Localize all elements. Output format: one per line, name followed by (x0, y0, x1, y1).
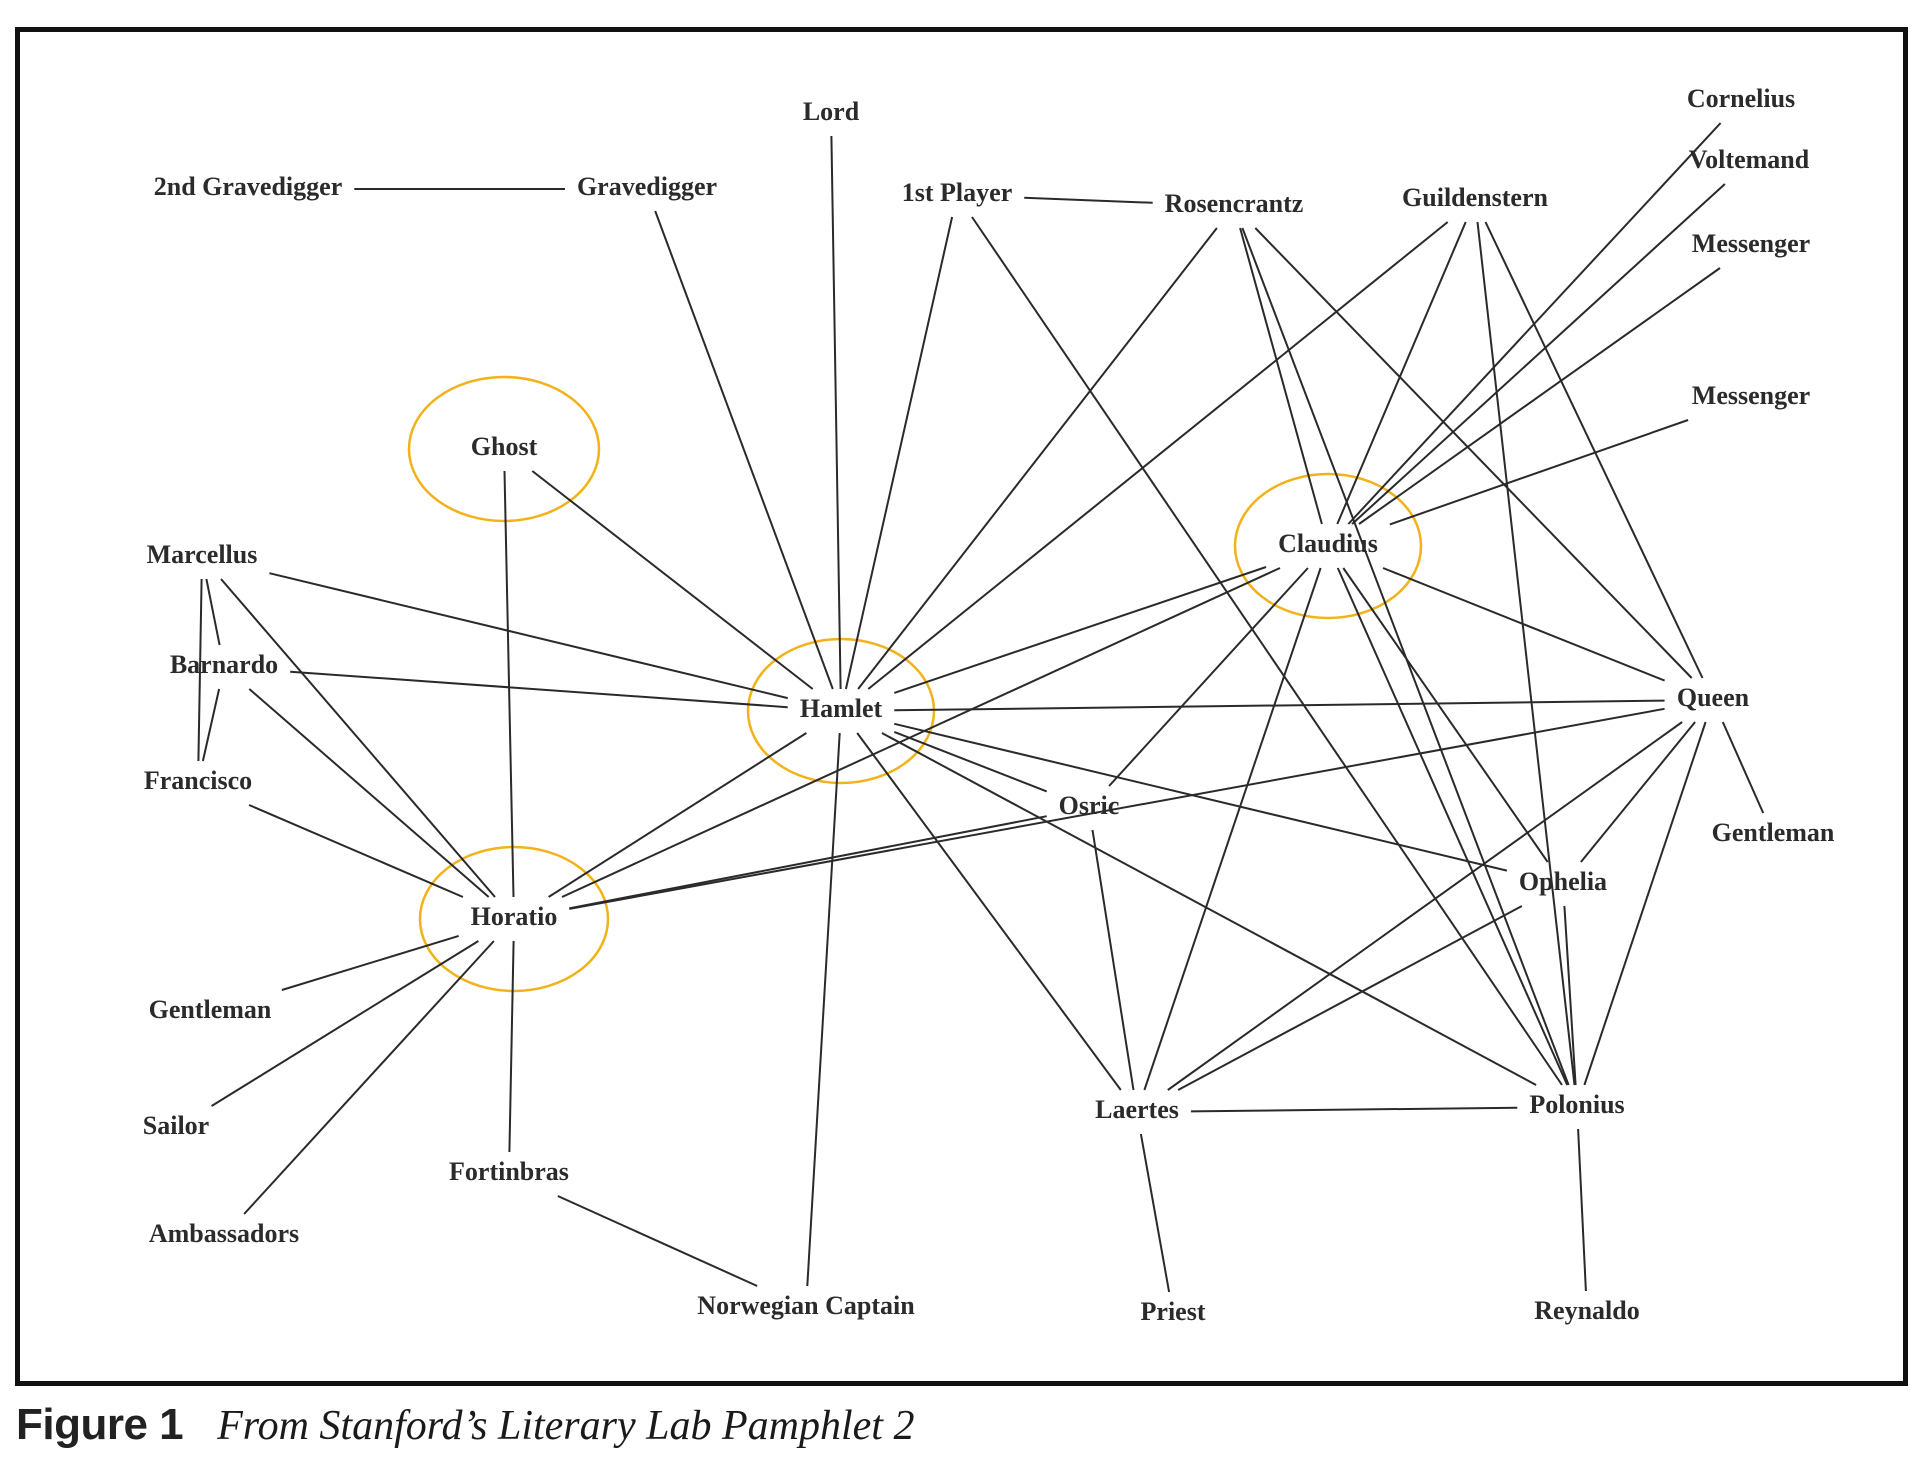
edge-claudius-queen (1382, 567, 1665, 682)
edge-horatio-fortinbras (508, 940, 515, 1153)
edge-marcellus-francisco (197, 578, 203, 762)
edge-marcellus-hamlet (269, 572, 788, 700)
node-label-ghost: Ghost (471, 432, 538, 461)
node-label-messenger-2: Messenger (1692, 381, 1810, 410)
edge-ghost-hamlet (531, 470, 814, 690)
highlight-ring-hamlet (746, 637, 936, 785)
edge-guildenstern-polonius (1476, 221, 1576, 1086)
edge-guildenstern-hamlet (867, 221, 1449, 690)
edge-messenger-2-claudius (1389, 419, 1689, 526)
node-label-marcellus: Marcellus (147, 540, 258, 569)
edge-1st-player-rosencrantz (1024, 196, 1153, 204)
node-label-polonius: Polonius (1529, 1090, 1624, 1119)
edge-hamlet-horatio (548, 732, 807, 898)
edge-claudius-polonius (1336, 567, 1569, 1086)
edge-queen-ophelia (1580, 721, 1696, 863)
node-label-gravedigger: Gravedigger (577, 172, 717, 201)
node-label-rosencrantz: Rosencrantz (1165, 189, 1304, 218)
edge-barnardo-francisco (201, 688, 221, 762)
node-label-sailor: Sailor (143, 1111, 209, 1140)
node-label-laertes: Laertes (1095, 1095, 1179, 1124)
node-label-claudius: Claudius (1278, 529, 1378, 558)
highlight-ring-claudius (1233, 472, 1423, 620)
edge-osric-laertes (1091, 829, 1135, 1091)
figure-caption: Figure 1 From Stanford’s Literary Lab Pa… (16, 1400, 914, 1460)
edge-hamlet-ophelia (894, 722, 1508, 872)
node-label-fortinbras: Fortinbras (449, 1157, 569, 1186)
highlight-ring-ghost (407, 375, 601, 523)
edge-francisco-horatio (248, 804, 464, 898)
edge-queen-laertes (1167, 721, 1683, 1091)
node-label-gentleman-right: Gentleman (1712, 818, 1835, 847)
edge-queen-horatio (569, 707, 1665, 910)
edge-claudius-ophelia (1342, 567, 1549, 863)
node-label-barnardo: Barnardo (170, 650, 278, 679)
edge-marcellus-horatio (220, 578, 496, 898)
edge-horatio-sailor (211, 940, 479, 1107)
node-label-gentleman-left: Gentleman (149, 995, 272, 1024)
edge-rosencrantz-queen (1254, 227, 1693, 679)
edge-guildenstern-claudius (1336, 221, 1467, 525)
edge-queen-polonius (1583, 721, 1707, 1086)
edge-gravedigger-hamlet (654, 210, 834, 690)
edge-cornelius-claudius (1347, 122, 1722, 525)
edge-hamlet-osric (893, 730, 1048, 793)
highlight-ring-horatio (418, 845, 610, 993)
edge-queen-gentleman-right (1721, 721, 1765, 814)
node-label-horatio: Horatio (471, 902, 558, 931)
edge-claudius-horatio (561, 567, 1281, 898)
edge-laertes-priest (1139, 1133, 1171, 1293)
edge-marcellus-barnardo (205, 578, 221, 646)
figure-label: Figure 1 (16, 1400, 184, 1449)
edge-claudius-osric (1108, 567, 1309, 787)
node-label-osric: Osric (1059, 791, 1120, 820)
node-label-voltemand: Voltemand (1689, 145, 1810, 174)
edge-fortinbras-norwegian-captain (557, 1195, 758, 1287)
node-label-francisco: Francisco (144, 766, 252, 795)
edge-osric-horatio (569, 815, 1047, 910)
figure-caption-text: From Stanford’s Literary Lab Pamphlet 2 (217, 1403, 915, 1449)
edge-ophelia-polonius (1563, 905, 1577, 1086)
edge-polonius-reynaldo (1577, 1128, 1587, 1292)
node-label-norwegian-captain: Norwegian Captain (697, 1291, 915, 1320)
node-label-ophelia: Ophelia (1519, 867, 1607, 896)
edge-messenger-1-claudius (1358, 267, 1721, 525)
edge-horatio-ambassadors (243, 940, 495, 1215)
node-label-reynaldo: Reynaldo (1534, 1296, 1639, 1325)
node-label-priest: Priest (1141, 1297, 1206, 1326)
edge-hamlet-laertes (856, 732, 1122, 1091)
node-label-cornelius: Cornelius (1687, 84, 1795, 113)
edge-lord-hamlet (830, 135, 842, 690)
edge-ophelia-laertes (1177, 905, 1523, 1091)
edge-1st-player-hamlet (844, 216, 954, 690)
edge-barnardo-horatio (248, 688, 490, 898)
node-label-guildenstern: Guildenstern (1402, 183, 1548, 212)
edge-hamlet-norwegian-captain (806, 732, 841, 1287)
edge-horatio-gentleman-left (281, 934, 459, 991)
node-label-hamlet: Hamlet (800, 694, 883, 723)
edge-laertes-polonius (1190, 1106, 1518, 1113)
node-label-messenger-1: Messenger (1692, 229, 1810, 258)
node-label-2nd-gravedigger: 2nd Gravedigger (154, 172, 343, 201)
edge-hamlet-polonius (881, 732, 1537, 1086)
edge-barnardo-hamlet (290, 670, 788, 709)
node-label-ambassadors: Ambassadors (149, 1219, 299, 1248)
edge-claudius-hamlet (893, 566, 1267, 694)
node-label-queen: Queen (1677, 683, 1750, 712)
edge-voltemand-claudius (1351, 183, 1726, 525)
edge-1st-player-polonius (971, 216, 1563, 1086)
edge-ghost-horatio (503, 470, 515, 898)
edge-claudius-laertes (1143, 567, 1322, 1091)
edge-hamlet-queen (894, 699, 1665, 712)
edge-rosencrantz-hamlet (857, 227, 1218, 690)
edge-rosencrantz-claudius (1239, 227, 1323, 525)
node-label-1st-player: 1st Player (902, 178, 1012, 207)
node-label-lord: Lord (803, 97, 860, 126)
edge-guildenstern-queen (1484, 221, 1704, 679)
